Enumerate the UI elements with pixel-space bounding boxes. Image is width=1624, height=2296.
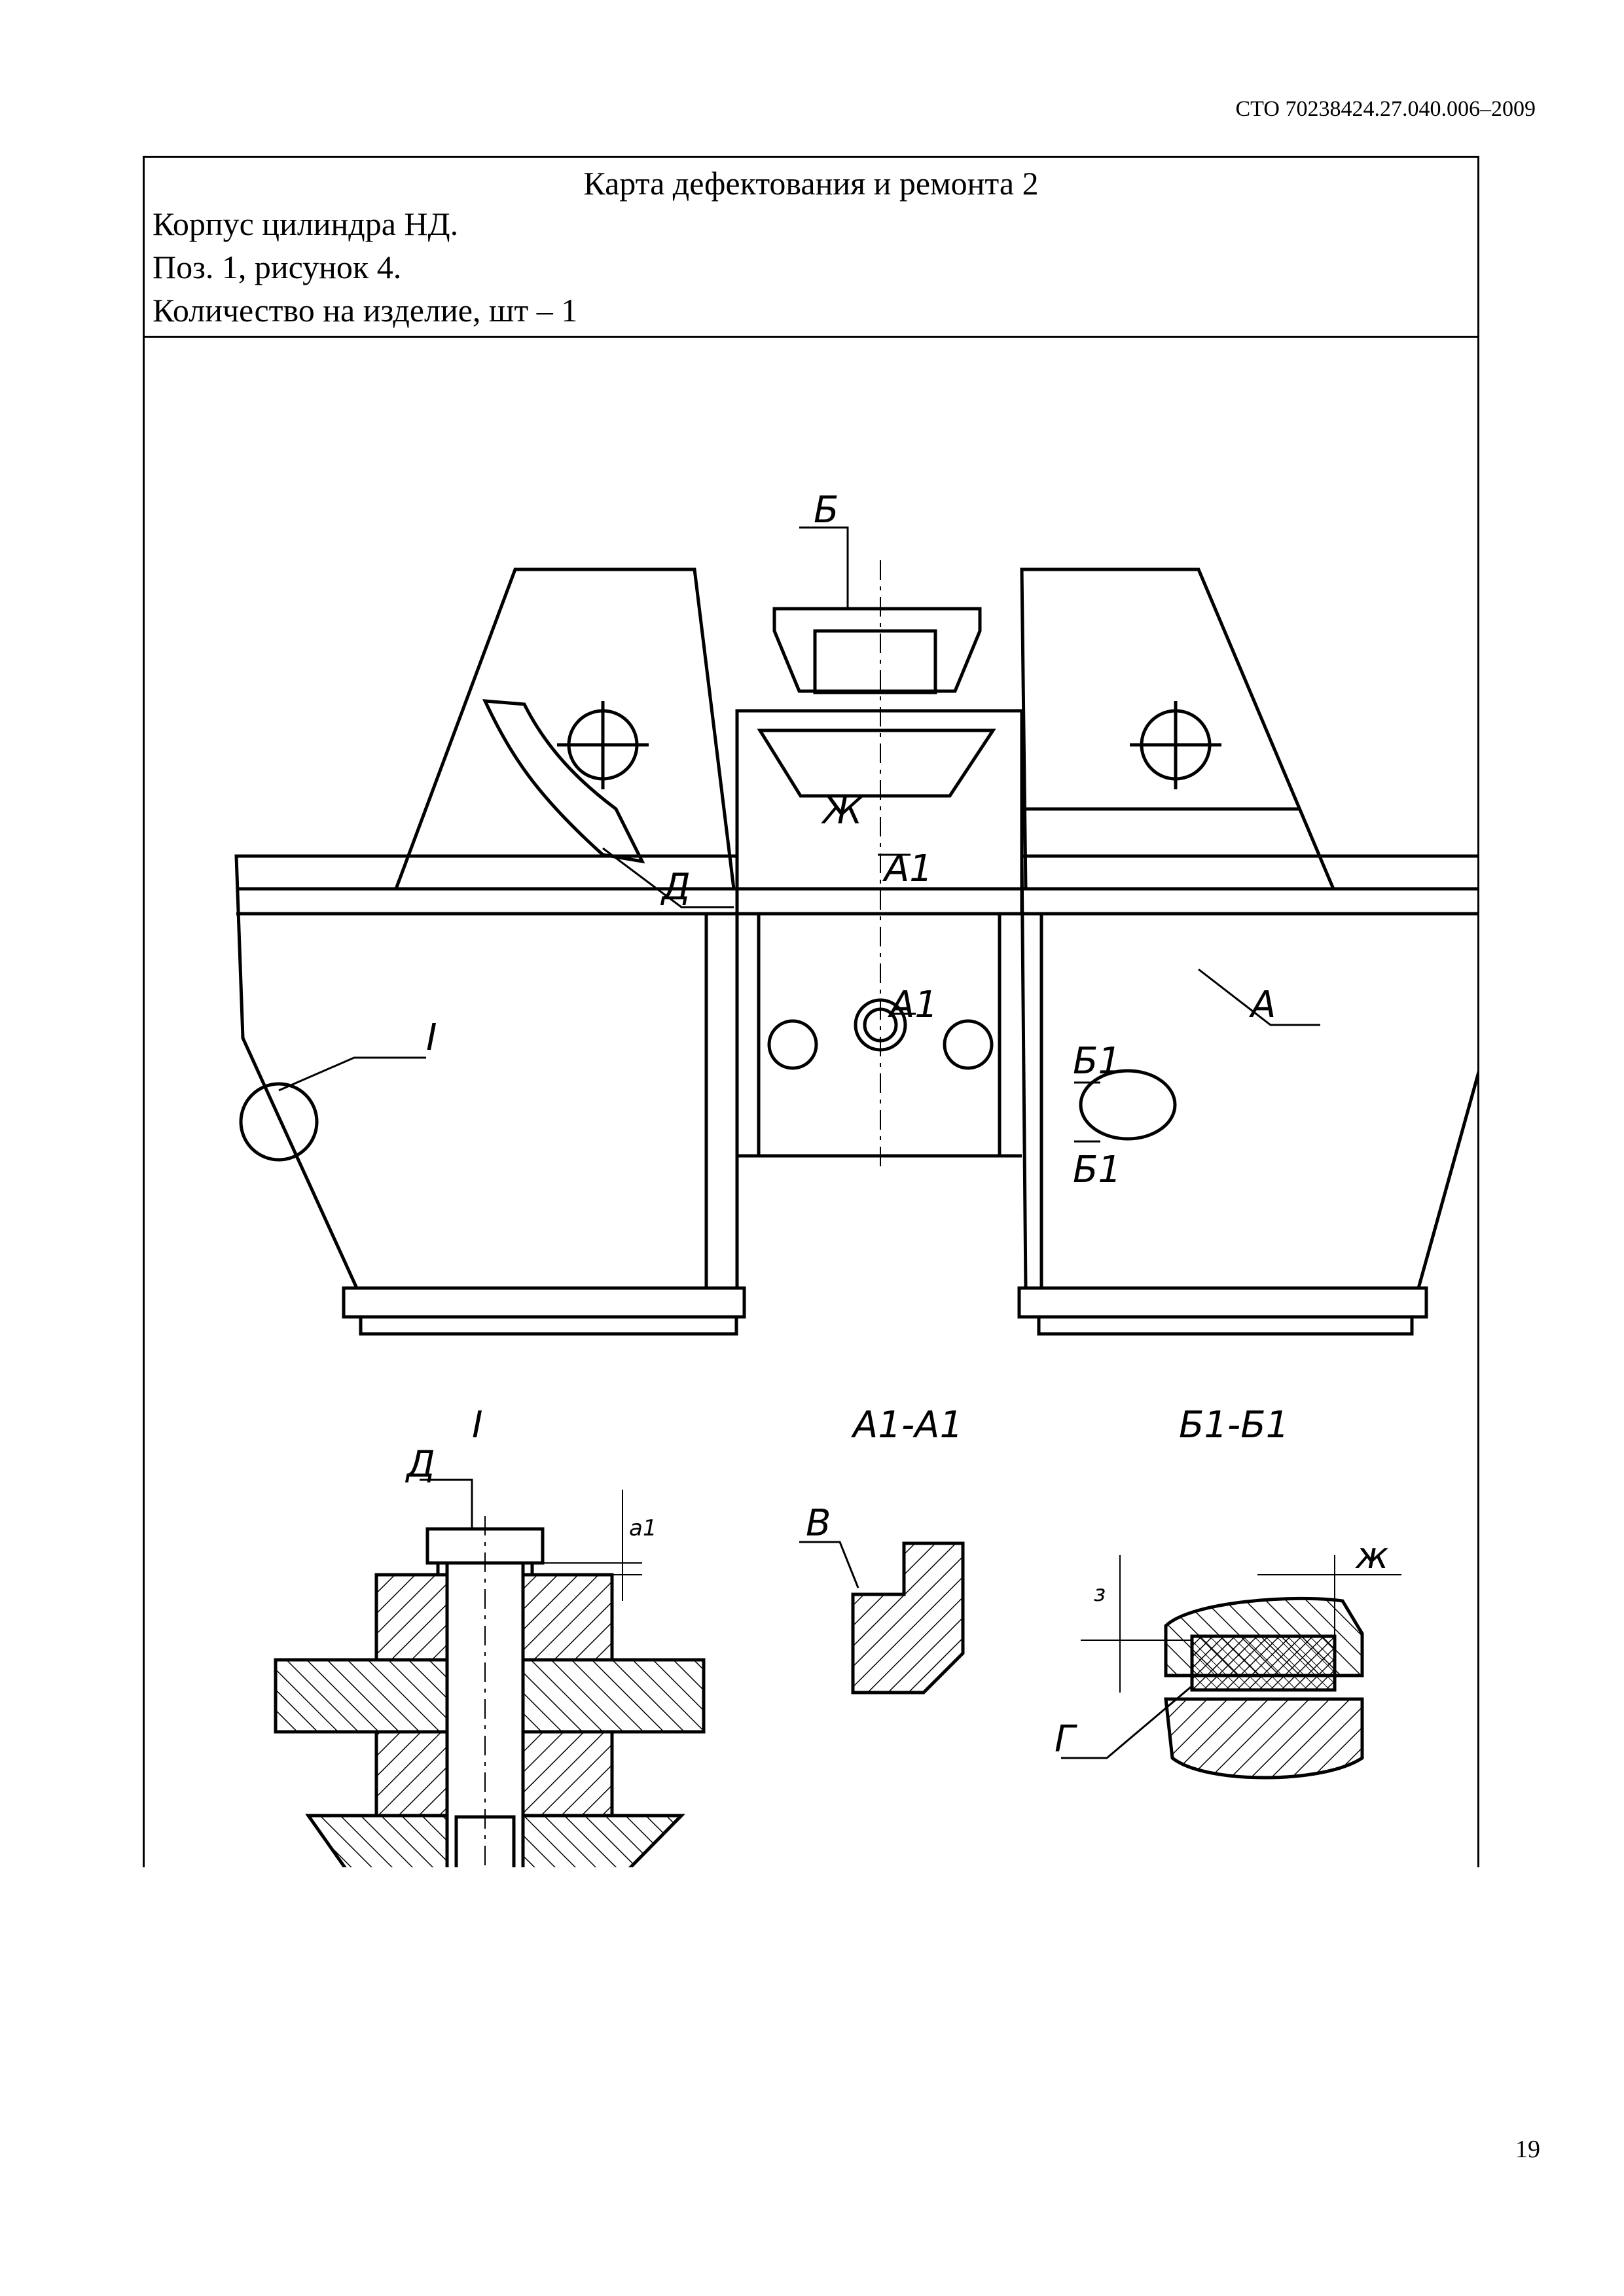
page-number: 19 (1515, 2136, 1540, 2163)
center-frame (735, 709, 1024, 891)
detail-i-callout (239, 1082, 319, 1162)
label-d-detail: Д (405, 1443, 435, 1486)
label-v: В (806, 1502, 831, 1545)
label-d: Д (660, 866, 691, 908)
label-zh: Ж (821, 790, 864, 833)
label-a1-dim: а1 (629, 1515, 657, 1541)
main-view (234, 526, 1477, 1336)
right-housing (1020, 854, 1477, 1290)
drawing-svg: Б Ж Д А1 А1 А I Б1 Б1 (234, 489, 1477, 1867)
label-b1-bottom: Б1 (1073, 1149, 1121, 1191)
detail-b1-callout (1079, 1069, 1177, 1141)
part-name: Корпус цилиндра НД. (153, 206, 459, 242)
center-lower (757, 912, 1001, 1158)
label-section-a1: А1-А1 (851, 1404, 963, 1446)
seal-insert (1190, 1634, 1337, 1692)
label-a1-bottom: А1 (888, 984, 938, 1026)
section-b1-lower (1164, 1697, 1364, 1780)
defect-card: Карта дефектования и ремонта 2 Корпус ци… (143, 156, 1479, 1867)
section-a1 (799, 1541, 965, 1695)
part-quantity: Количество на изделие, шт – 1 (153, 292, 578, 329)
label-zh-detail: ж (1354, 1535, 1388, 1577)
section-a1-profile (851, 1541, 965, 1695)
label-a1-top: А1 (882, 848, 933, 890)
left-housing (234, 854, 739, 1290)
right-foot (1017, 1286, 1428, 1319)
label-detail-i: I (472, 1404, 483, 1446)
left-foot (342, 1286, 746, 1319)
label-a: А (1249, 984, 1276, 1026)
label-z: з (1094, 1581, 1106, 1607)
nozzle-b (772, 607, 982, 693)
technical-drawing: Б Ж Д А1 А1 А I Б1 Б1 (145, 338, 1477, 1867)
label-b1-top: Б1 (1073, 1040, 1121, 1083)
card-header: Карта дефектования и ремонта 2 Корпус ци… (145, 158, 1477, 338)
card-title: Карта дефектования и ремонта 2 (583, 165, 1039, 202)
document-code: СТО 70238424.27.040.006–2009 (1235, 97, 1536, 121)
left-cone (393, 567, 736, 891)
part-position: Поз. 1, рисунок 4. (153, 249, 402, 285)
label-i: I (426, 1016, 437, 1059)
right-cone (1020, 567, 1336, 891)
label-section-b1: Б1-Б1 (1179, 1404, 1289, 1446)
label-b: Б (814, 489, 839, 531)
label-g: Г (1055, 1718, 1077, 1761)
section-b1 (1061, 1555, 1401, 1780)
detail-i (274, 1479, 706, 1867)
